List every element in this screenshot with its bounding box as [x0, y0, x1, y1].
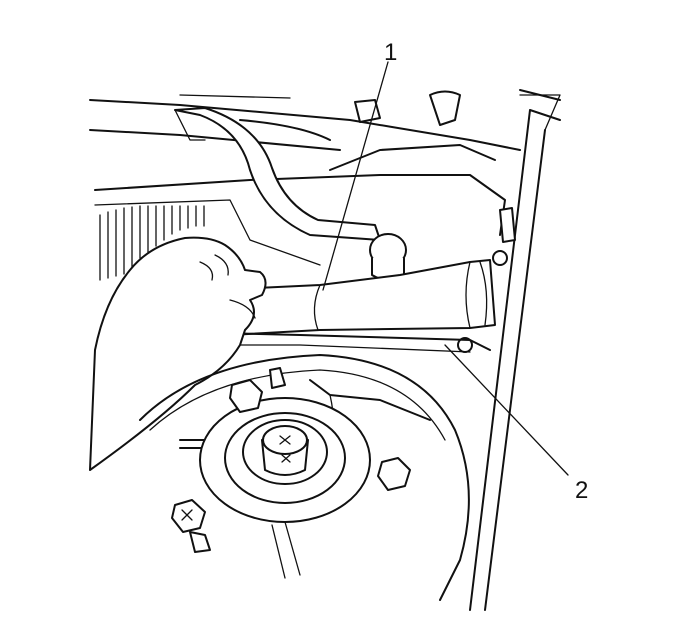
cowl-vent-grille — [94, 199, 321, 281]
mount-bolts — [171, 367, 411, 553]
cowl-panel — [89, 94, 521, 236]
strut-mount — [199, 397, 371, 579]
wiper-linkage — [174, 107, 381, 241]
technician-hand — [89, 236, 267, 471]
callout-2: 2 — [575, 477, 588, 504]
fender-edge — [469, 89, 561, 611]
cowl-seal — [214, 259, 496, 336]
pivot-nut — [369, 233, 407, 281]
leader-lines — [322, 61, 569, 476]
callout-1: 1 — [384, 39, 397, 66]
